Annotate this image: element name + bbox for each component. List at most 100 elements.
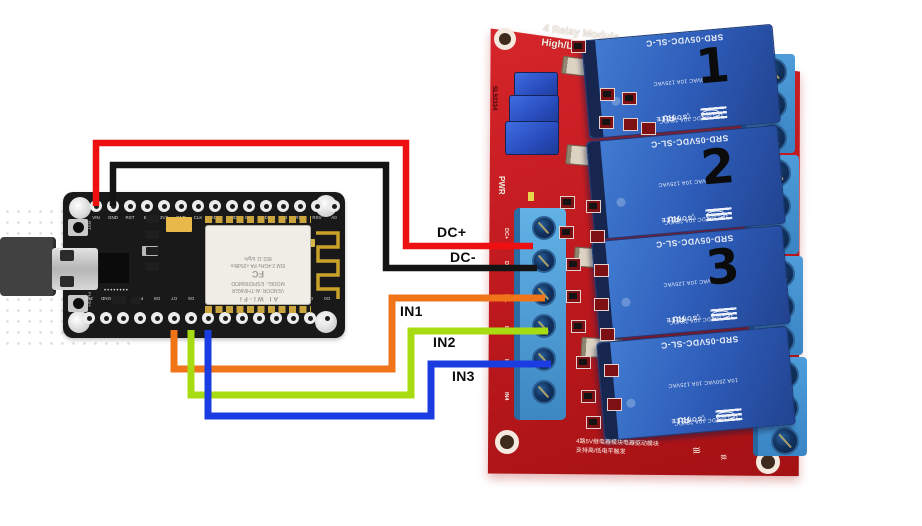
usb-tab [60,276,74,287]
relay-model: SRD-05VDC-SL-C [660,333,739,351]
input-label-in2: IN2 [503,326,509,335]
pin-hole-top [209,200,221,212]
pin-hole-top [294,200,306,212]
castellated-pads [205,216,311,223]
pin-hole-top [107,200,119,212]
smd-component [131,297,141,304]
pin-hole-top [192,200,204,212]
pin-hole-bottom [270,312,282,324]
smd-component [99,253,129,283]
pin-label-top: GND [108,215,118,220]
pin-label-bottom: D6 [188,296,194,301]
input-terminal-block [514,208,566,420]
triangle-mark: ▽ [699,413,707,423]
smd-component [166,217,192,232]
shield-vendor: VENDOR: AI-THINKER [231,287,285,294]
relay-number: 3 [703,237,742,297]
wing-logo-icon: ≋ [719,451,729,463]
silkscreen-box [604,364,619,377]
pin-hole-bottom [321,312,333,324]
input-label-dcplus: DC+ [503,228,509,240]
label-in1: IN1 [400,303,423,319]
smd-component [602,119,610,125]
smd-component [146,215,159,223]
pin-hole-bottom [151,312,163,324]
relay-rating-1: 10A 250VAC 10A 125VAC [667,375,739,388]
silkscreen-box [623,118,638,131]
input-terminal-screw [532,314,556,339]
module-serial: SL52334 [491,86,497,111]
input-label-in1: IN1 [503,293,509,303]
relay-number: 2 [698,137,737,197]
smd-component [574,323,582,329]
ul-mark: ЯU [671,313,686,325]
shield-wifi-standard: 802.11 b/g/n [244,254,272,261]
cqc-mark: CQC [700,109,721,120]
input-terminal-screw [532,281,556,306]
smd-component [589,419,597,425]
pin-hole-bottom [83,312,95,324]
reset-button [68,219,88,236]
triangle-mark: ▽ [684,111,692,122]
smd-component [625,95,633,101]
pin-hole-top [328,200,340,212]
cqc-mark: CQC [705,209,726,221]
input-terminal-screw [532,380,556,404]
pin-hole-bottom [219,312,231,324]
pin-label-top: RST [125,215,135,220]
nodemcu-board: RST FLASH VINGNDRSTEN3V3GNDCLKSD0CMDSD1S… [63,192,345,338]
smd-component [579,359,587,365]
pin-hole-top [90,200,102,212]
pin-hole-bottom [100,312,112,324]
pin-hole-bottom [185,312,197,324]
silkscreen-box [600,328,615,341]
input-terminal-screw [532,248,556,273]
silkscreen-dots: •••••••• [104,288,129,294]
silkscreen-box [594,264,609,277]
board-hole [69,197,91,219]
mounting-hole-top-left [494,28,516,50]
pin-hole-bottom [202,312,214,324]
smd-component [112,296,126,304]
silkscreen-box [641,122,656,135]
relay-mold-mark [616,196,626,207]
pcb-antenna [316,231,340,299]
pin-hole-top [311,200,323,212]
jumper-cap [505,121,559,155]
input-terminal-screw [532,216,556,240]
smd-component [574,43,582,49]
pin-label-bottom: D7 [171,296,177,301]
label-dc-minus: DC- [450,249,476,265]
wing-logo-icon: ≋ [691,444,703,458]
pin-hole-top [141,200,153,212]
pin-hole-top [124,200,136,212]
pin-hole-bottom [168,312,180,324]
label-in2: IN2 [433,334,456,350]
input-terminal-screw [532,347,556,372]
shield-logos: AI Wi-Fi [237,295,279,302]
mounting-hole-bottom-left [495,430,519,454]
input-label-in4: IN4 [503,392,509,401]
silkscreen-box [590,230,605,243]
pin-hole-bottom [236,312,248,324]
pin-hole-top [260,200,272,212]
fcc-logo-icon: FC [252,268,264,279]
relay-number: 1 [693,36,732,96]
input-label-in3: IN3 [503,359,509,368]
pin-hole-bottom [304,312,316,324]
ul-mark: ЯU [666,213,681,225]
esp8266-shield: AI Wi-Fi VENDOR: AI-THINKER MODEL: ESP82… [205,225,311,305]
esp8266-shield-text: AI Wi-Fi VENDOR: AI-THINKER MODEL: ESP82… [208,228,308,302]
triangle-mark: ▽ [689,212,697,222]
label-in3: IN3 [452,368,475,384]
pin-hole-bottom [253,312,265,324]
castellated-pads [205,306,311,313]
pin-hole-top [158,200,170,212]
pin-label-top: A0 [331,215,337,220]
smd-component [584,393,592,399]
power-led [528,192,534,201]
pin-hole-top [243,200,255,212]
